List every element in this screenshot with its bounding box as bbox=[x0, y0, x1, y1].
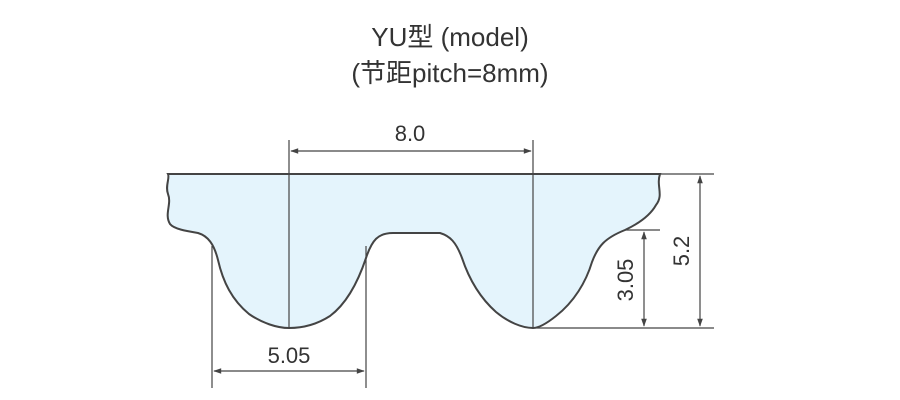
tooth-height-dimension-label: 3.05 bbox=[613, 259, 638, 302]
pitch-subtitle: (节距pitch=8mm) bbox=[351, 58, 549, 88]
tooth-width-dimension-label: 5.05 bbox=[268, 343, 311, 368]
total-height-dimension-label: 5.2 bbox=[669, 236, 694, 267]
pitch-dimension-label: 8.0 bbox=[395, 121, 426, 146]
belt-profile bbox=[166, 173, 662, 330]
diagram-title: YU型 (model) bbox=[371, 22, 529, 52]
